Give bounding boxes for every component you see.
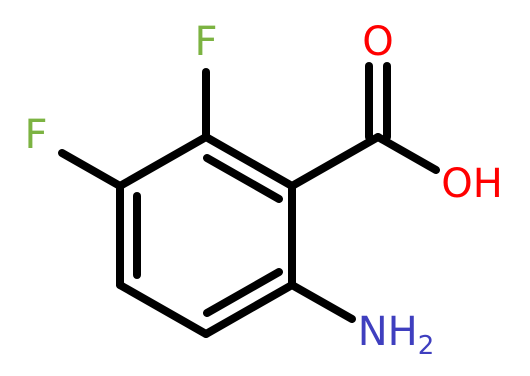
bond-c6-nh2 (288, 281, 356, 323)
benzene-ring (116, 133, 296, 338)
amino-label: NH2 (358, 309, 435, 361)
amino-label-main: NH (358, 309, 418, 355)
substituent-bonds (58, 62, 440, 323)
amino-label-subscript: 2 (418, 331, 435, 361)
oxygen-carbonyl-label: O (362, 19, 393, 65)
ring-bond-c3-c2 (116, 133, 210, 190)
bond-c3-f-left (58, 149, 124, 190)
bond-c1-carboxyl (288, 133, 382, 190)
ring-bond-c6-c5-inner (203, 268, 283, 317)
ring-bond-c6-c5 (202, 281, 296, 338)
ring-bond-c2-c1 (202, 133, 296, 190)
fluorine-label-left: F (24, 112, 47, 158)
hydroxyl-label: OH (441, 161, 503, 207)
atom-labels: F F O OH NH2 (24, 19, 502, 361)
ring-bond-c5-c4 (116, 281, 210, 338)
ring-bond-c2-c1-inner (203, 154, 283, 203)
fluorine-label-top: F (194, 19, 217, 65)
bond-carboxyl-oh (374, 133, 440, 174)
